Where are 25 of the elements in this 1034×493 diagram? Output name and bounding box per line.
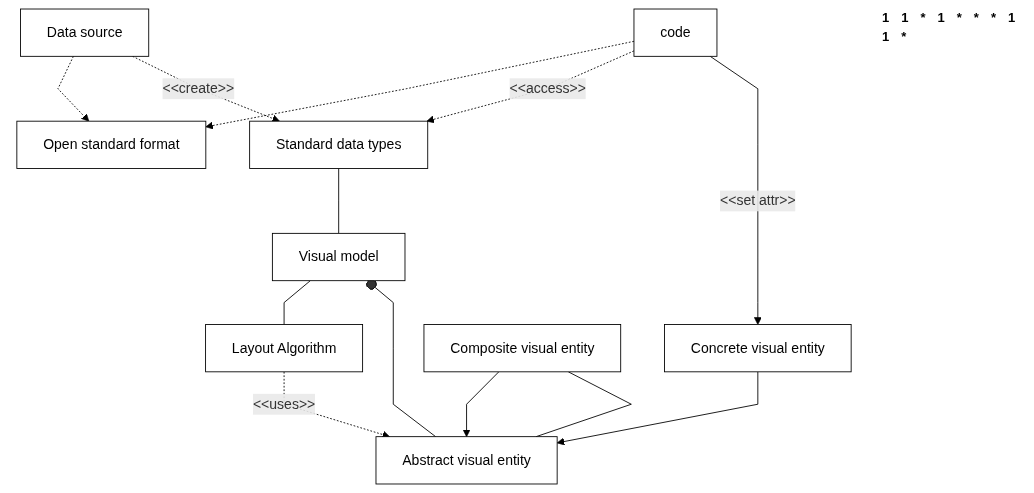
node-box: Data source [20, 8, 150, 57]
multiplicity-label: * [990, 10, 996, 25]
edge-label: <<create>> [162, 80, 235, 96]
edge-label: <<set attr>> [720, 193, 796, 208]
node-box: Open standard format [16, 120, 207, 169]
multiplicity-label: * [956, 10, 962, 25]
node-box: Standard data types [249, 120, 429, 169]
multiplicity-label: 1 [882, 10, 890, 25]
node-box: Visual model [271, 232, 406, 282]
edge-label: <<access>> [509, 80, 586, 96]
connector [283, 280, 311, 325]
node-box: Layout Algorithm [205, 324, 364, 373]
multiplicity-label: 1 [882, 29, 890, 44]
connector [338, 168, 340, 234]
node-box: Abstract visual entity [375, 436, 558, 485]
multiplicity-label: * [901, 29, 907, 44]
multiplicity-label: * [973, 10, 979, 25]
node-box: Concrete visual entity [664, 324, 852, 373]
multiplicity-label: 1 [901, 10, 909, 25]
node-box: Composite visual entity [423, 324, 622, 373]
multiplicity-label: 1 [937, 10, 945, 25]
multiplicity-label: 1 [1007, 10, 1016, 25]
node-box: code [633, 8, 718, 57]
multiplicity-label: * [920, 10, 926, 25]
edge-label: <<uses>> [252, 396, 316, 412]
